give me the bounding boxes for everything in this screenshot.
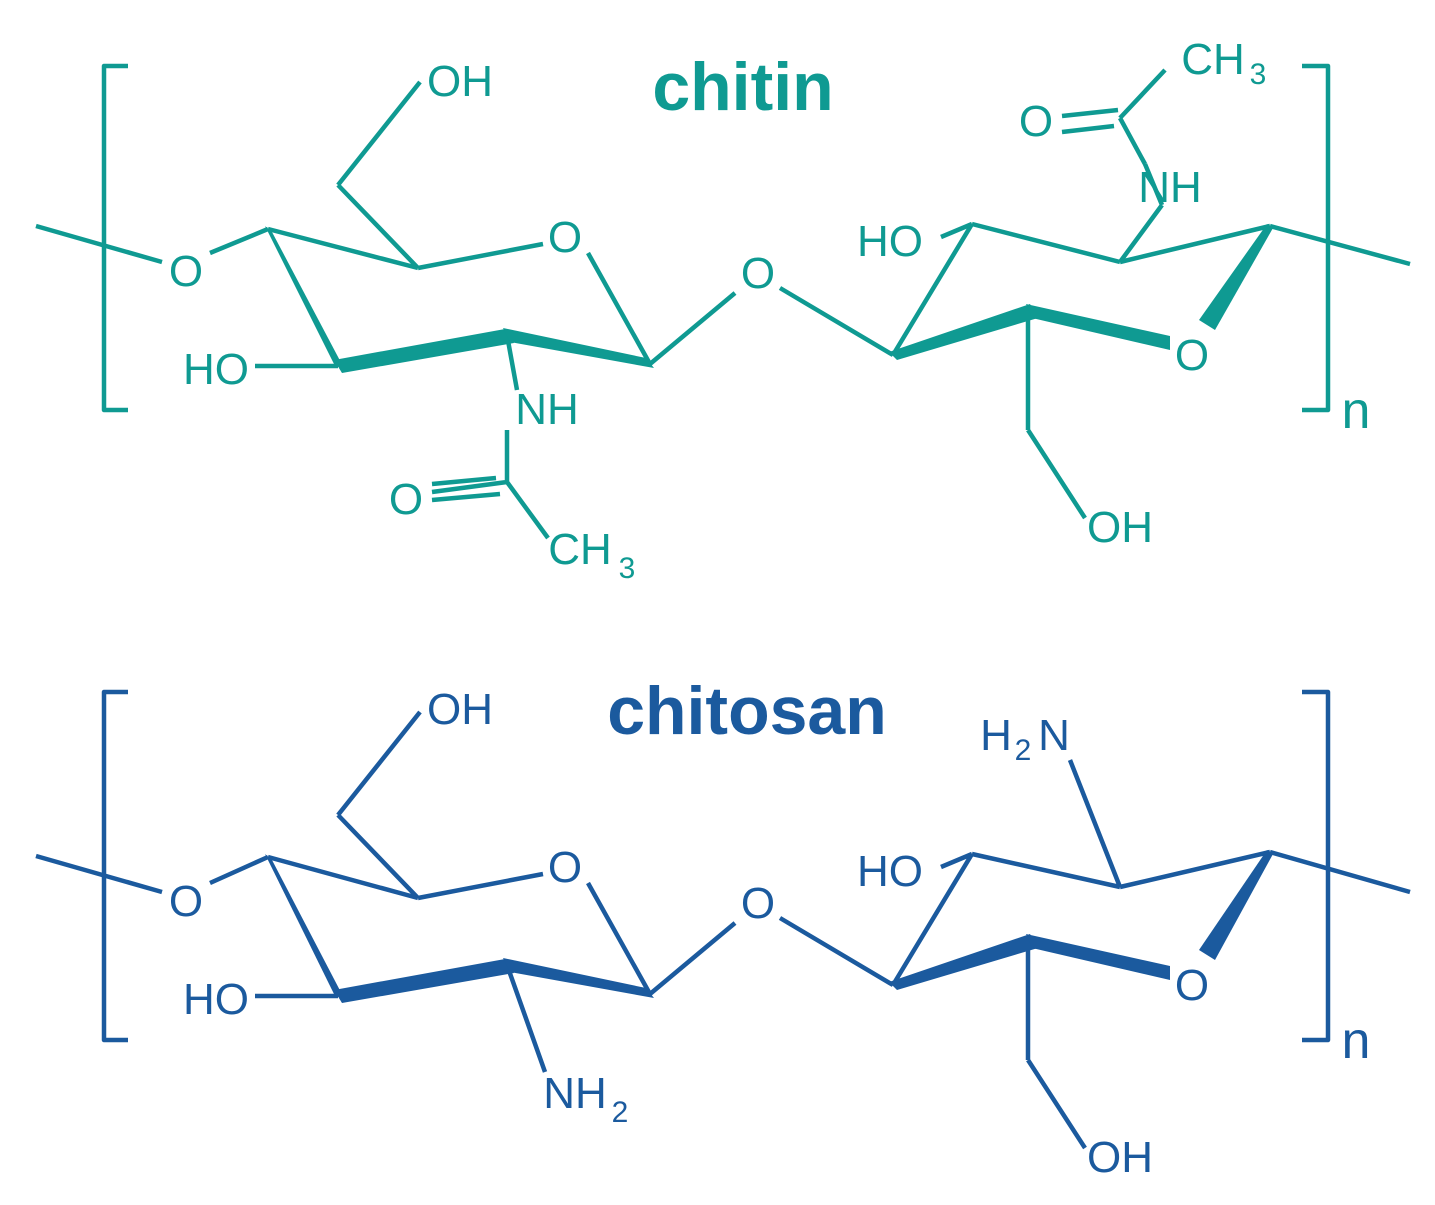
- chitosan-h2n-h: H: [980, 711, 1012, 760]
- chitin-ho-right: HO: [857, 217, 923, 266]
- chitosan-oh-bottom: OH: [1087, 1133, 1153, 1182]
- chitosan-wedge-6: [1199, 850, 1273, 960]
- chitin-wedge-2: [334, 329, 514, 373]
- chitosan-ring-o1: O: [548, 843, 582, 892]
- chitin-title: chitin: [652, 49, 833, 125]
- chitin-right-ring-bonds: [891, 222, 1271, 357]
- chitosan-wedge-5: [1026, 934, 1170, 980]
- chitin-ring-o1: O: [548, 213, 582, 262]
- chitosan-right-bracket: [1302, 689, 1331, 1043]
- chitin-ring-o2: O: [1175, 331, 1209, 380]
- chitin-n: n: [1342, 382, 1371, 440]
- chitosan-structure: chitosan OH O O HO NH 2 O HO H 2 N O OH …: [35, 673, 1411, 1182]
- chitosan-wedge-1: [265, 854, 346, 1002]
- chitin-o-left: O: [169, 247, 203, 296]
- chitosan-wedge-2: [334, 959, 514, 1003]
- chitin-structure: chitin OH O O HO NH O CH 3 O HO O NH O C…: [35, 35, 1411, 585]
- chitosan-bonds: [35, 710, 1411, 1150]
- chitin-ho-left: HO: [183, 345, 249, 394]
- chitosan-ho-right: HO: [857, 847, 923, 896]
- chitin-double-bonds: [431, 107, 1119, 503]
- chitin-bonds: [35, 68, 1411, 540]
- chitin-o-carbonyl-top: O: [1019, 97, 1053, 146]
- chitin-wedge-1: [265, 226, 346, 372]
- chitosan-oh-top: OH: [427, 685, 493, 734]
- chitosan-wedge-3: [503, 958, 654, 998]
- chitosan-h2n-sub: 2: [1015, 734, 1032, 767]
- chitosan-title: chitosan: [607, 673, 887, 749]
- chitin-ch-top-sub: 3: [1250, 58, 1267, 91]
- chitin-wedge-3: [503, 328, 654, 368]
- chitosan-o-glycosidic: O: [741, 879, 775, 928]
- chitosan-nh2-bottom: NH: [543, 1069, 607, 1118]
- chitin-o-glycosidic: O: [741, 249, 775, 298]
- chitin-wedge-5: [1026, 304, 1170, 350]
- chitosan-nh2-bottom-sub: 2: [612, 1096, 629, 1129]
- chitosan-left-bracket: [101, 689, 128, 1043]
- chitin-nh-bottom: NH: [515, 385, 579, 434]
- chitin-oh-top: OH: [427, 57, 493, 106]
- chitosan-o-left: O: [169, 877, 203, 926]
- chitin-wedge-4: [889, 304, 1038, 360]
- chitin-ch-top: CH: [1181, 35, 1245, 84]
- chitin-right-bracket: [1302, 63, 1331, 413]
- chitin-o-carbonyl-bottom: O: [389, 475, 423, 524]
- chitin-ch-bottom-sub: 3: [619, 552, 636, 585]
- chitin-oh-bottom: OH: [1087, 503, 1153, 552]
- chitin-nh-top: NH: [1138, 163, 1202, 212]
- chitin-ch-bottom: CH: [548, 525, 612, 574]
- chitin-left-bracket: [101, 63, 128, 413]
- chitosan-wedge-4: [889, 934, 1038, 990]
- chitosan-n: n: [1342, 1012, 1371, 1070]
- chitosan-ring-o2: O: [1175, 961, 1209, 1010]
- chitosan-ho-left: HO: [183, 975, 249, 1024]
- chitosan-h2n-n: N: [1038, 711, 1070, 760]
- chitin-wedge-6: [1199, 224, 1273, 330]
